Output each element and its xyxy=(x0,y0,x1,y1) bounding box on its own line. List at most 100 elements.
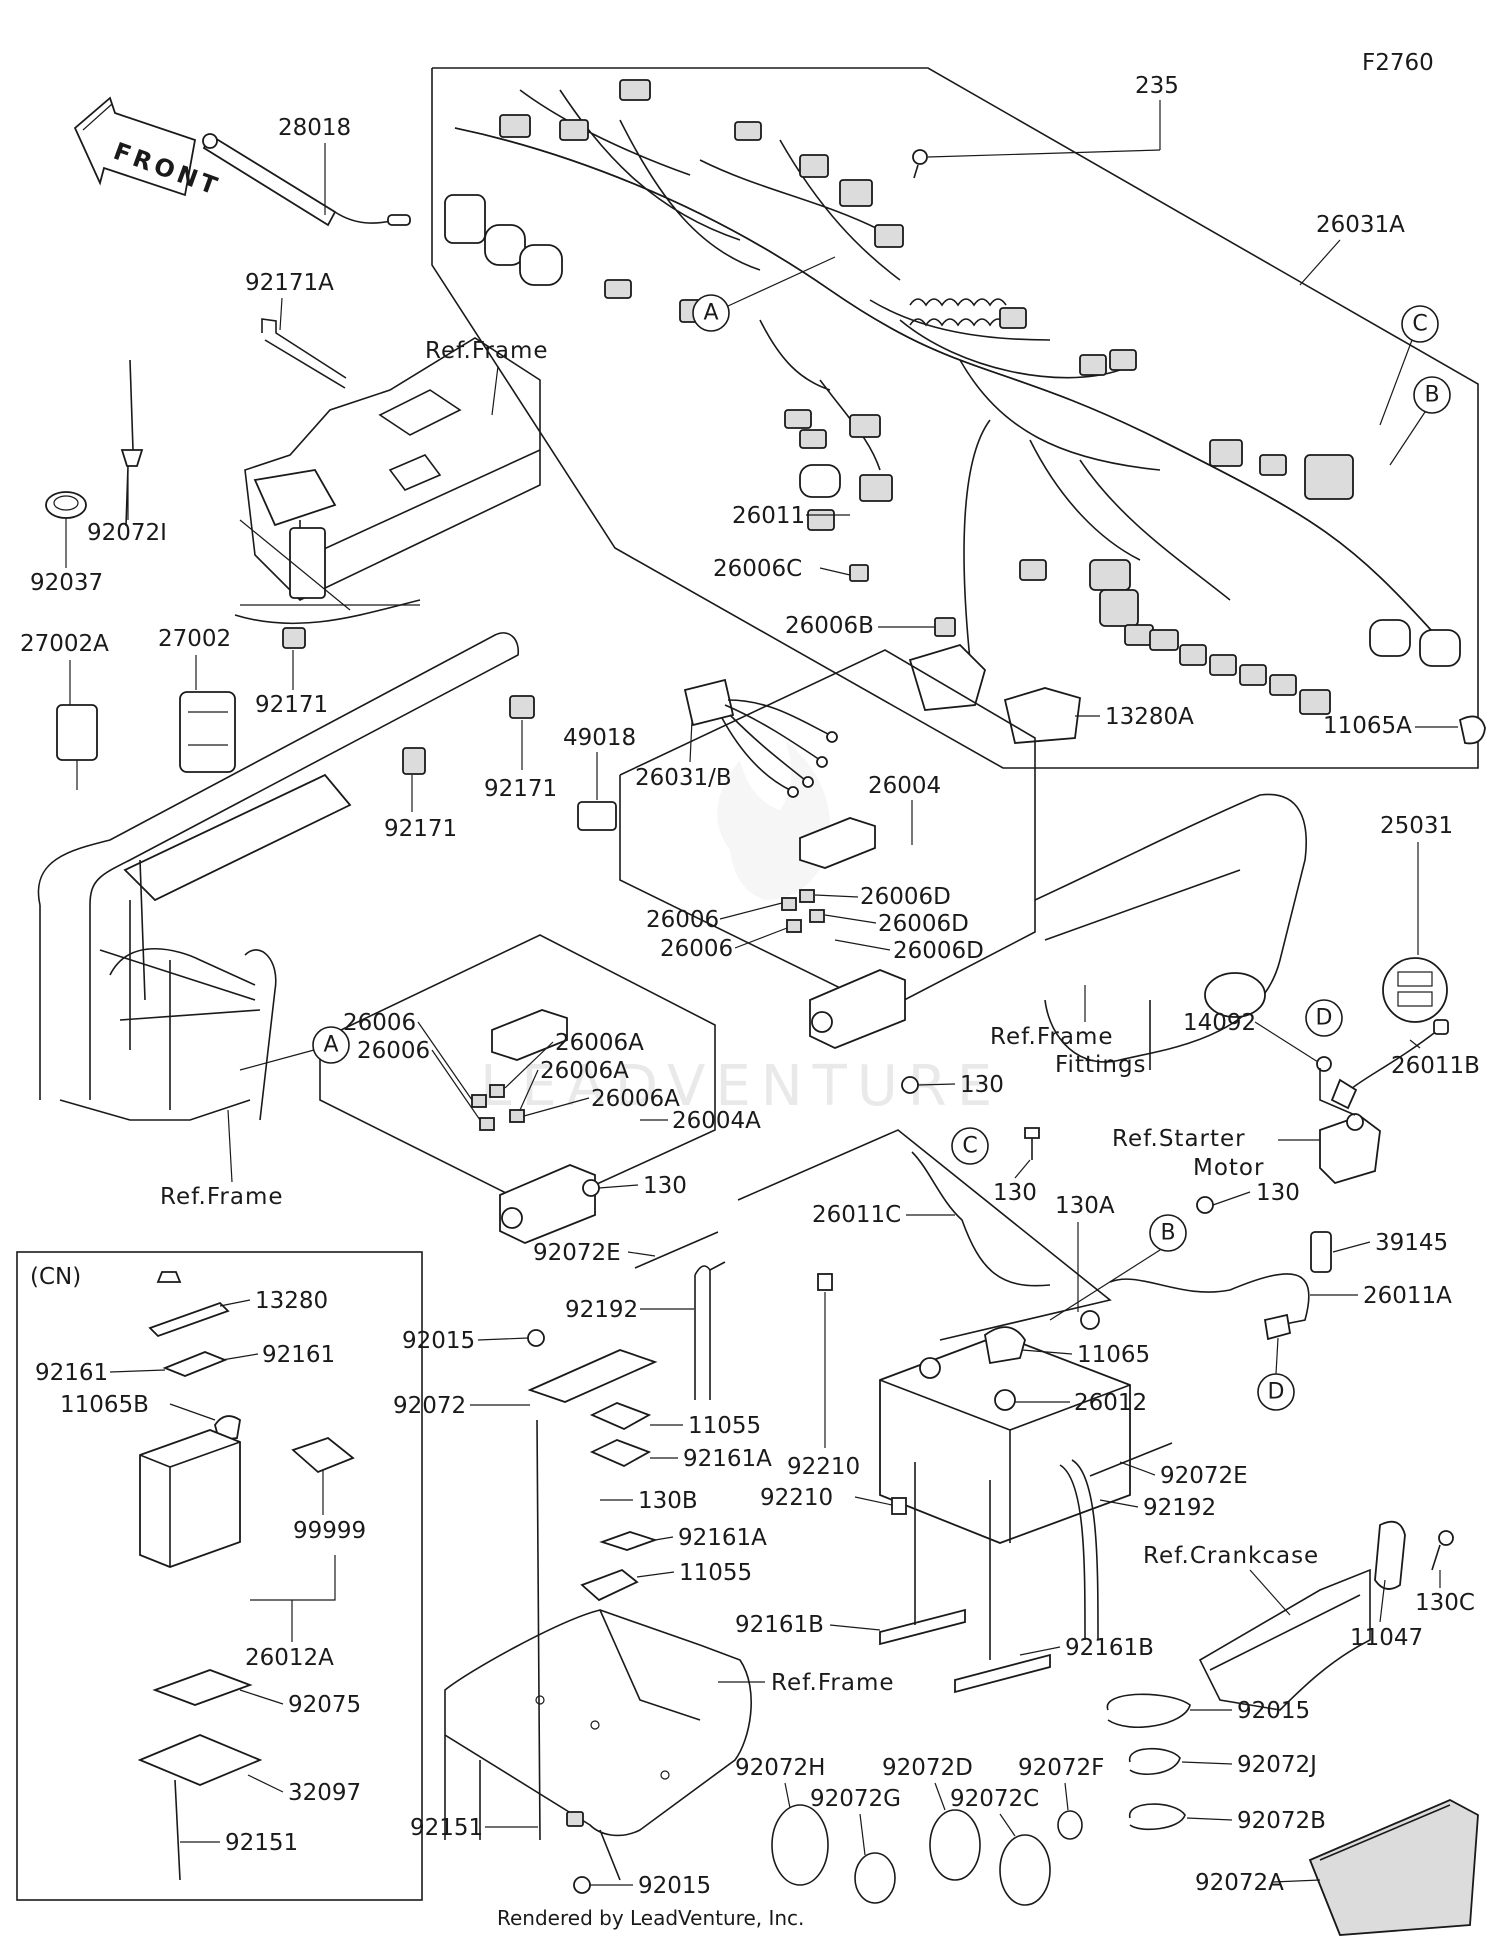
label-92072A: 92072F xyxy=(1018,1755,1104,1781)
callout-d-bottom: D xyxy=(1257,1337,1295,1411)
label-92151-a: 92151 xyxy=(225,1830,298,1856)
label-92072F: 92072C xyxy=(950,1786,1039,1812)
main-harness-box xyxy=(431,67,1479,769)
label-32097: 32097 xyxy=(288,1780,361,1806)
label-130B: 130B xyxy=(638,1488,698,1514)
crankcase xyxy=(1198,1520,1454,1711)
battery-plate xyxy=(527,1329,658,1841)
label-92075: 92075 xyxy=(288,1692,361,1718)
label-92151-b: 92151 xyxy=(410,1815,483,1841)
lower-frame-tube xyxy=(37,632,520,1121)
label-92210-a: 92210 xyxy=(787,1454,860,1480)
nut-14092-icon xyxy=(1316,1056,1332,1072)
tube-92192-lower xyxy=(1059,1459,1099,1641)
callout-c-top: C xyxy=(1379,305,1439,426)
clip-92037 xyxy=(45,491,87,519)
ref-frame-left: Ref.Frame xyxy=(160,1184,284,1210)
callout-a-top: A xyxy=(692,256,836,332)
label-26004: 26004 xyxy=(868,773,941,799)
label-26006B: 26006B xyxy=(785,613,874,639)
label-92037: 92037 xyxy=(30,570,103,596)
relay-27002 xyxy=(179,691,236,773)
label-130-d: 130 xyxy=(1256,1180,1300,1206)
cable-26011B xyxy=(1330,1019,1449,1110)
label-26006D-b: 26006D xyxy=(878,911,969,937)
label-92072D: 92072G xyxy=(810,1786,901,1812)
label-28018: 28018 xyxy=(278,115,351,141)
label-26011: 26011 xyxy=(732,503,805,529)
main-wire-harness xyxy=(444,79,1486,745)
pad-92161B-a xyxy=(879,1608,966,1646)
ref-crankcase: Ref.Crankcase xyxy=(1143,1543,1319,1569)
label-92072-a: 92072 xyxy=(393,1393,466,1419)
label-26011A: 26011A xyxy=(1363,1283,1452,1309)
label-99999: 99999 xyxy=(293,1518,366,1544)
clamp-92171A xyxy=(261,318,347,389)
fuse-box-26004A xyxy=(319,934,716,1244)
label-26031A: 26031A xyxy=(1316,212,1405,238)
label-26006A-b: 26006A xyxy=(540,1058,629,1084)
socket-25031-icon xyxy=(1382,957,1448,1023)
label-26006-a: 26006 xyxy=(646,907,719,933)
label-92072H: 92072B xyxy=(1237,1808,1326,1834)
svg-text:A: A xyxy=(323,1033,338,1058)
label-92192-b: 92192 xyxy=(1143,1495,1216,1521)
svg-text:B: B xyxy=(1160,1221,1175,1246)
label-26011B: 26011B xyxy=(1391,1053,1480,1079)
label-49018: 49018 xyxy=(563,725,636,751)
watermark-logo xyxy=(717,740,830,900)
label-92161B-a: 92161B xyxy=(735,1612,824,1638)
label-92171-a: 92171 xyxy=(255,692,328,718)
relay-27002A xyxy=(56,704,98,790)
starter-relay xyxy=(1319,1068,1381,1185)
label-26006A-a: 26006A xyxy=(555,1030,644,1056)
rod-28018 xyxy=(202,133,411,227)
label-26006D-c: 26006D xyxy=(893,938,984,964)
label-130A: 130A xyxy=(1055,1193,1115,1219)
label-92210-b: 92210 xyxy=(760,1485,833,1511)
label-92072J: 92015 xyxy=(1237,1698,1310,1724)
strap-92072E-lower xyxy=(1089,1442,1173,1477)
ref-frame-fittings-line1: Ref.Frame xyxy=(990,1024,1114,1050)
label-26012A: 26012A xyxy=(245,1645,334,1671)
sub-harness-26031B xyxy=(683,678,838,798)
label-92015-a: 92015 xyxy=(402,1328,475,1354)
callout-d-top: D xyxy=(1305,999,1343,1037)
label-14092: 14092 xyxy=(1183,1010,1256,1036)
label-92015-b: 92015 xyxy=(638,1873,711,1899)
label-92161-b: 92161 xyxy=(262,1342,335,1368)
callout-b-bottom: B xyxy=(1049,1214,1187,1321)
label-26011C: 26011C xyxy=(812,1202,901,1228)
battery-group xyxy=(737,1129,1131,1544)
screw-235-icon xyxy=(912,149,928,179)
label-92171-b: 92171 xyxy=(484,776,557,802)
svg-text:C: C xyxy=(962,1134,977,1159)
label-14090: 92072A xyxy=(1195,1870,1284,1896)
label-26006A-c: 26006A xyxy=(591,1086,680,1112)
label-92171-c: 92171 xyxy=(384,816,457,842)
frame-fittings xyxy=(1034,793,1307,1070)
label-39145: 39145 xyxy=(1375,1230,1448,1256)
label-92072E-b: 92072E xyxy=(1160,1463,1248,1489)
ref-frame-bottom: Ref.Frame xyxy=(771,1670,895,1696)
front-arrow-icon: FRONT xyxy=(73,96,224,202)
bands-right xyxy=(1106,1693,1191,1831)
ref-frame-top: Ref.Frame xyxy=(425,338,549,364)
label-26012: 26012 xyxy=(1074,1390,1147,1416)
tube-92192-upper xyxy=(694,1261,726,1400)
label-92072C: 92072D xyxy=(882,1755,973,1781)
label-27002A: 27002A xyxy=(20,631,109,657)
label-11047: 11047 xyxy=(1350,1625,1423,1651)
label-26006D-a: 26006D xyxy=(860,884,951,910)
ref-starter-line2: Motor xyxy=(1193,1155,1264,1181)
part-39145-icon xyxy=(1310,1231,1332,1273)
svg-text:C: C xyxy=(1412,312,1427,337)
ref-starter-line1: Ref.Starter xyxy=(1112,1126,1246,1152)
pad-92161B-b xyxy=(954,1653,1051,1694)
label-26006-b: 26006 xyxy=(660,936,733,962)
label-26031B: 26031/B xyxy=(635,765,732,791)
part-92210-b xyxy=(891,1497,907,1515)
label-13280: 13280 xyxy=(255,1288,328,1314)
label-92161A-b: 92161A xyxy=(678,1525,767,1551)
